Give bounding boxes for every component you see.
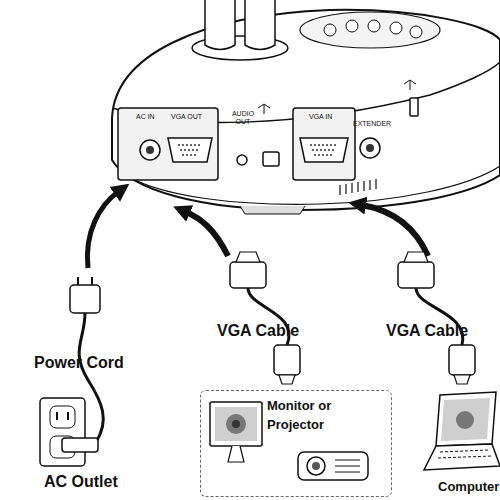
usb-symbol bbox=[258, 104, 270, 114]
outlet-slot bbox=[57, 412, 68, 420]
part-label: Computer bbox=[438, 480, 499, 494]
usb-b-port bbox=[263, 152, 279, 166]
laptop-base bbox=[424, 444, 500, 470]
dashed-group-box: Monitor or Projector bbox=[200, 390, 392, 497]
vga-out-port bbox=[168, 138, 212, 162]
part-label: Power Cord bbox=[34, 354, 124, 372]
port-label: VGA IN bbox=[309, 113, 332, 121]
vga-connector bbox=[398, 262, 434, 288]
camera-body bbox=[112, 10, 500, 210]
plug-in-arrow bbox=[186, 212, 228, 256]
plug-prong bbox=[78, 277, 92, 285]
projector-body bbox=[298, 452, 368, 480]
extender-port bbox=[360, 138, 380, 158]
extender-pin bbox=[366, 144, 374, 152]
part-label: VGA Cable bbox=[217, 322, 299, 340]
control-button bbox=[410, 26, 422, 38]
part-label: AC Outlet bbox=[44, 473, 118, 491]
usb-a-port bbox=[410, 98, 418, 116]
device-label: Monitor or Projector bbox=[267, 397, 359, 435]
flower-image bbox=[226, 414, 246, 434]
port-panel bbox=[118, 108, 218, 180]
laptop-screen bbox=[436, 392, 496, 446]
control-button bbox=[346, 20, 358, 32]
vga-in-port bbox=[300, 138, 348, 162]
vga-pins bbox=[310, 145, 338, 155]
power-plug bbox=[70, 285, 100, 313]
port-panel bbox=[293, 108, 355, 180]
control-panel bbox=[300, 12, 440, 48]
plug-in-arrow bbox=[362, 205, 428, 256]
vga-connector bbox=[274, 345, 300, 375]
stand-column bbox=[205, 0, 235, 50]
port-label: EXTENDER bbox=[353, 120, 391, 128]
wall-plug bbox=[62, 438, 98, 452]
monitor-stand bbox=[228, 446, 244, 462]
flower-center bbox=[232, 420, 240, 428]
ac-in-socket bbox=[140, 140, 160, 160]
plug-in-arrow bbox=[87, 192, 118, 268]
ac-outlet-plate bbox=[40, 398, 85, 466]
monitor-image bbox=[215, 407, 257, 441]
projector-lens-glass bbox=[312, 462, 320, 470]
vga-connector bbox=[449, 345, 475, 375]
part-label: VGA Cable bbox=[386, 322, 468, 340]
monitor-screen bbox=[210, 402, 262, 446]
flower-image bbox=[456, 411, 474, 429]
port-label: VGA OUT bbox=[171, 113, 202, 121]
vga-pins bbox=[178, 145, 202, 155]
vga-connector-face bbox=[404, 252, 428, 262]
control-button bbox=[390, 22, 402, 34]
stand-column bbox=[245, 0, 275, 50]
port-label: AC IN bbox=[136, 113, 155, 121]
outlet-socket bbox=[50, 406, 75, 428]
port-label: AUDIO OUT bbox=[229, 110, 257, 125]
usb-symbol bbox=[404, 80, 416, 90]
vga-connector-face bbox=[279, 375, 295, 384]
ac-in-pin bbox=[146, 146, 154, 154]
laptop-image bbox=[441, 398, 490, 441]
vga-connector bbox=[230, 262, 266, 288]
projector-vents bbox=[335, 460, 360, 472]
control-button bbox=[368, 20, 380, 32]
camera-foot bbox=[240, 206, 305, 214]
control-button bbox=[324, 24, 336, 36]
vga-connector-face bbox=[236, 252, 260, 262]
laptop-keys bbox=[438, 450, 492, 458]
audio-jack bbox=[237, 155, 247, 165]
vga-connector-face bbox=[454, 375, 470, 384]
projector-lens bbox=[307, 457, 325, 475]
vent-slots bbox=[340, 179, 376, 195]
